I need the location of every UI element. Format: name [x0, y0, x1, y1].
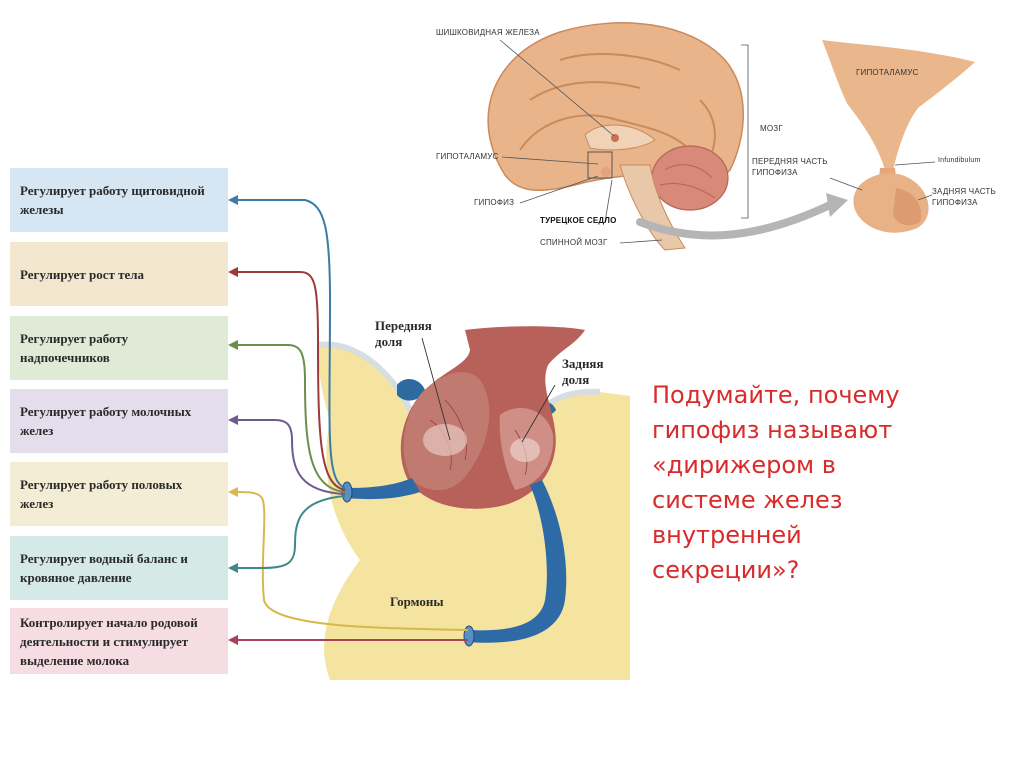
- hormone-lines: [231, 199, 469, 642]
- function-box-growth: Регулирует рост тела: [10, 242, 228, 306]
- label-infundibulum: Infundibulum: [938, 157, 981, 164]
- hormone-arrowheads: [228, 195, 238, 645]
- function-box-adrenal: Регулирует работу надпочечников: [10, 316, 228, 380]
- function-box-mammary: Регулирует работу молочных желез: [10, 389, 228, 453]
- function-box-labor: Контролирует начало родовой деятельности…: [10, 608, 228, 674]
- label-posterior-lobe: Задняя доля: [562, 356, 604, 387]
- label-sella: ТУРЕЦКОЕ СЕДЛО: [540, 216, 617, 225]
- function-box-water-balance: Регулирует водный баланс и кровяное давл…: [10, 536, 228, 600]
- label-hypothalamus-detail: ГИПОТАЛАМУС: [856, 68, 919, 77]
- function-box-thyroid: Регулирует работу щитовидной железы: [10, 168, 228, 232]
- label-brain: МОЗГ: [760, 124, 783, 133]
- label-anterior-lobe: Передняя доля: [375, 318, 432, 349]
- label-hypothalamus: ГИПОТАЛАМУС: [436, 152, 499, 161]
- label-posterior-part: ЗАДНЯЯ ЧАСТЬ ГИПОФИЗА: [932, 187, 996, 207]
- function-box-gonads: Регулирует работу половых желез: [10, 462, 228, 526]
- pituitary-gland: [400, 326, 585, 509]
- label-hormones: Гормоны: [390, 594, 444, 609]
- vessel-left: [397, 378, 425, 401]
- question-text: Подумайте, почему гипофиз называют «дири…: [652, 381, 900, 584]
- label-pituitary: ГИПОФИЗ: [474, 198, 515, 207]
- label-anterior-part: ПЕРЕДНЯЯ ЧАСТЬ ГИПОФИЗА: [752, 157, 828, 177]
- pituitary-detail-illustration: [822, 40, 975, 233]
- label-spinal-cord: СПИННОЙ МОЗГ: [540, 238, 608, 247]
- label-pineal: ШИШКОВИДНАЯ ЖЕЛЕЗА: [436, 28, 540, 37]
